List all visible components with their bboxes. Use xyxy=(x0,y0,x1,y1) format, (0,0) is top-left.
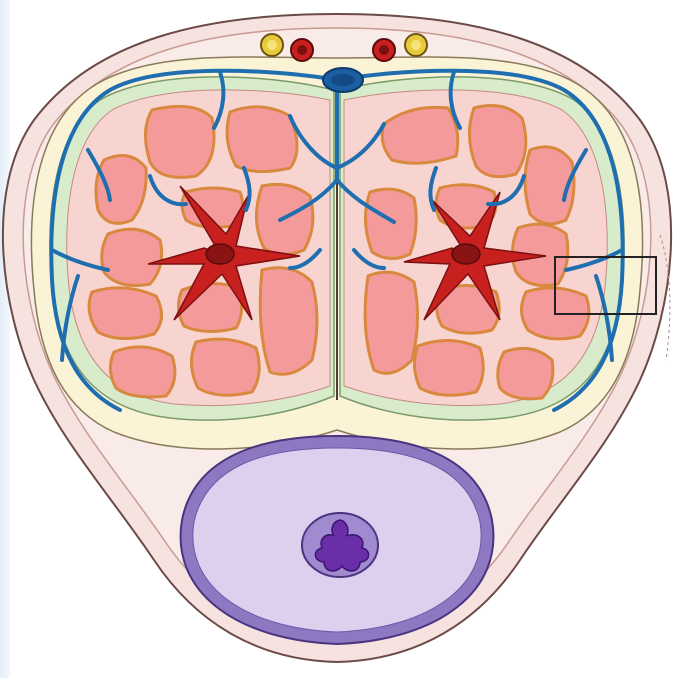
sinusoid xyxy=(145,106,214,177)
sinusoid xyxy=(227,107,297,172)
sinusoid xyxy=(89,288,161,339)
sinusoid xyxy=(365,189,416,258)
sinusoid xyxy=(365,272,417,373)
sinusoid xyxy=(260,268,317,375)
sinusoid xyxy=(110,347,174,397)
sinusoid xyxy=(414,340,483,395)
sinusoid xyxy=(191,339,259,395)
sinusoid xyxy=(102,229,162,285)
sinusoid xyxy=(498,348,553,398)
sinusoid xyxy=(469,106,525,177)
